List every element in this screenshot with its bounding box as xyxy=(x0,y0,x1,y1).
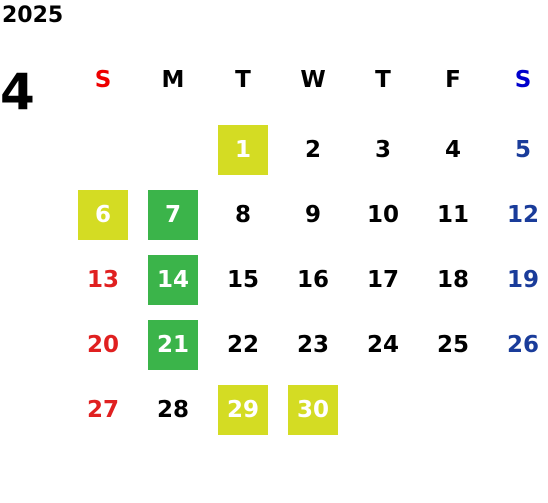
weekday-header-tuesday: T xyxy=(235,67,251,93)
day-cell-4[interactable]: 4 xyxy=(444,137,461,163)
day-cell-20[interactable]: 20 xyxy=(86,332,119,358)
weekday-header-thursday: T xyxy=(375,67,391,93)
day-cell-27[interactable]: 27 xyxy=(86,397,119,423)
year-label: 2025 xyxy=(2,3,64,28)
day-cell-10[interactable]: 10 xyxy=(366,202,399,228)
day-cell-8[interactable]: 8 xyxy=(234,202,251,228)
day-cell-18[interactable]: 18 xyxy=(436,267,469,293)
day-cell-5[interactable]: 5 xyxy=(514,137,531,163)
day-cell-2[interactable]: 2 xyxy=(304,137,321,163)
day-cell-16[interactable]: 16 xyxy=(296,267,329,293)
day-cell-9[interactable]: 9 xyxy=(304,202,321,228)
weekday-header-saturday: S xyxy=(514,67,532,93)
day-cell-3[interactable]: 3 xyxy=(374,137,391,163)
day-cell-25[interactable]: 25 xyxy=(436,332,469,358)
day-cell-6[interactable]: 6 xyxy=(78,190,128,240)
day-cell-22[interactable]: 22 xyxy=(226,332,259,358)
day-cell-26[interactable]: 26 xyxy=(506,332,539,358)
weekday-header-wednesday: W xyxy=(300,67,326,93)
day-cell-21[interactable]: 21 xyxy=(148,320,198,370)
weekday-header-sunday: S xyxy=(94,67,112,93)
day-cell-14[interactable]: 14 xyxy=(148,255,198,305)
day-cell-28[interactable]: 28 xyxy=(156,397,189,423)
day-cell-15[interactable]: 15 xyxy=(226,267,259,293)
day-cell-29[interactable]: 29 xyxy=(218,385,268,435)
day-cell-12[interactable]: 12 xyxy=(506,202,539,228)
day-cell-11[interactable]: 11 xyxy=(436,202,469,228)
day-cell-24[interactable]: 24 xyxy=(366,332,399,358)
day-cell-19[interactable]: 19 xyxy=(506,267,539,293)
day-cell-7[interactable]: 7 xyxy=(148,190,198,240)
weekday-header-friday: F xyxy=(445,67,461,93)
day-cell-30[interactable]: 30 xyxy=(288,385,338,435)
month-label: 4 xyxy=(0,63,35,121)
day-cell-13[interactable]: 13 xyxy=(86,267,119,293)
day-cell-1[interactable]: 1 xyxy=(218,125,268,175)
weekday-header-monday: M xyxy=(161,67,185,93)
day-cell-17[interactable]: 17 xyxy=(366,267,399,293)
day-cell-23[interactable]: 23 xyxy=(296,332,329,358)
